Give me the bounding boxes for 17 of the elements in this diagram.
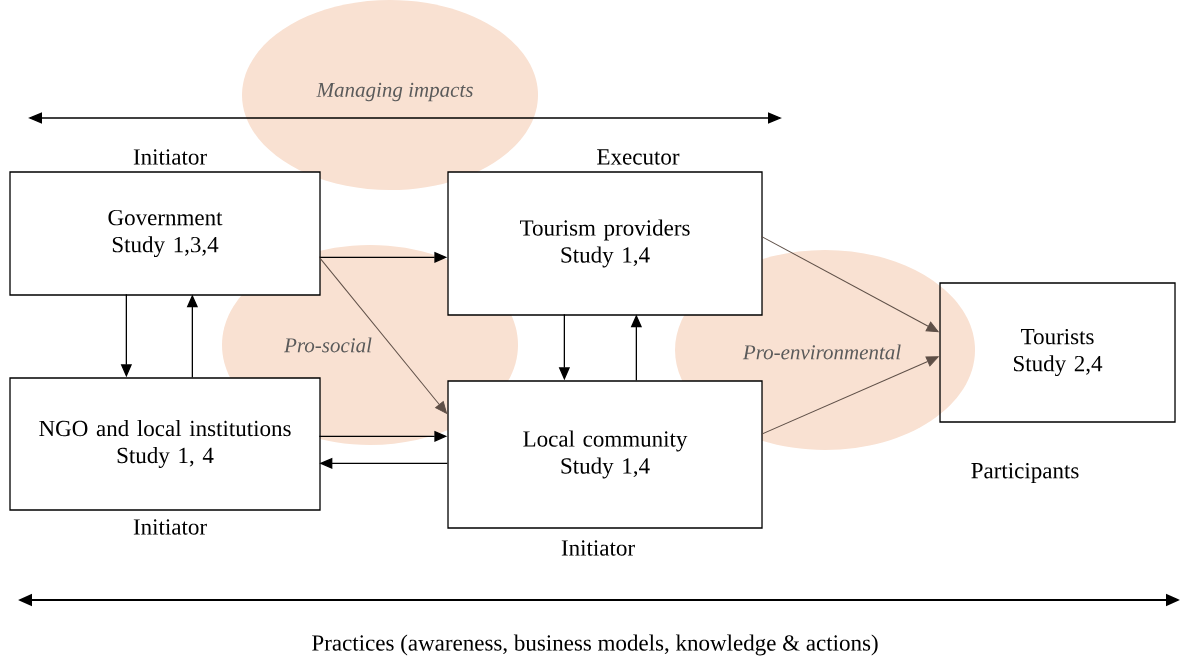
- role-label: Initiator: [133, 149, 207, 165]
- theme-label: Pro-environmental: [742, 344, 901, 360]
- arrow: [760, 235, 939, 333]
- role-label: Initiator: [133, 519, 207, 535]
- actor-box: Tourists Study 2,4: [939, 282, 1176, 423]
- role-label: Participants: [971, 462, 1079, 484]
- actor-box: NGO and local institutions Study 1, 4: [9, 377, 321, 511]
- arrow: [760, 356, 939, 435]
- actor-box: Tourism providers Study 1,4: [447, 171, 763, 316]
- arrow: [318, 256, 448, 414]
- actor-box: Local community Study 1,4: [447, 380, 763, 529]
- role-label: Initiator: [561, 540, 635, 556]
- axis-caption: Practices (awareness, business models, knowledge & actions): [312, 634, 878, 656]
- theme-label: Managing impacts: [316, 82, 473, 102]
- actor-box: Government Study 1,3,4: [9, 171, 321, 296]
- role-label: Executor: [597, 149, 680, 165]
- theme-label: Pro-social: [283, 337, 372, 353]
